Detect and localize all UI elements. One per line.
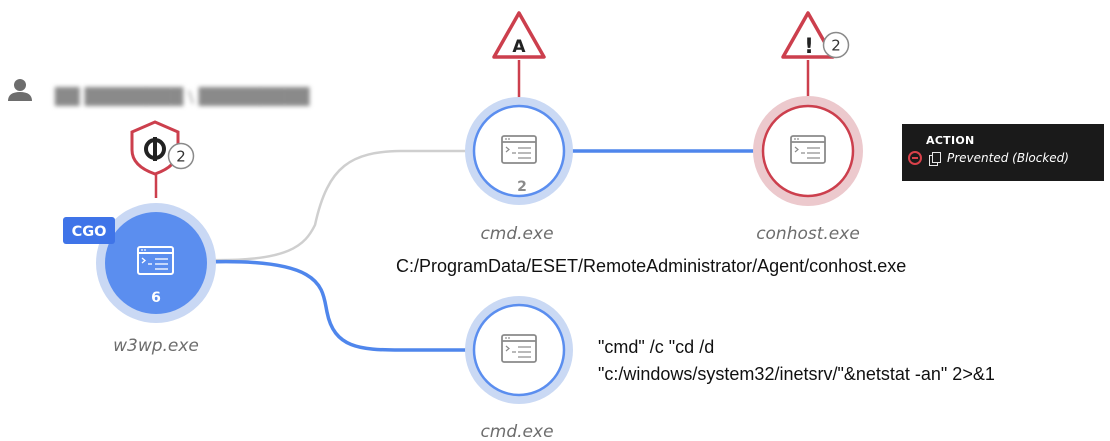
cmd-command-line-1: "cmd" /c "cd /d (598, 337, 714, 357)
node-cmd-bottom[interactable] (465, 296, 573, 404)
cmd-top-name: cmd.exe (480, 224, 553, 244)
cmd-top-count: 2 (517, 179, 527, 195)
prevent-icon (908, 151, 922, 165)
conhost-badge-count-circle (822, 31, 850, 59)
window-terminal-icon (501, 334, 537, 363)
w3wp-badge-count-circle (167, 142, 195, 170)
cmd-top-badge-letter: A (512, 37, 526, 57)
cgo-tag-label: CGO (72, 224, 107, 240)
w3wp-name: w3wp.exe (113, 336, 199, 356)
warning-badge-icon[interactable]: A (492, 11, 546, 59)
window-terminal-icon (137, 246, 174, 275)
action-value: Prevented (Blocked) (947, 151, 1069, 165)
edge-w3wp-to-cmd-top (205, 149, 470, 262)
warning-badge-icon[interactable]: ! (781, 11, 835, 59)
node-cmd-top[interactable]: 2 (465, 97, 573, 205)
node-w3wp[interactable]: 6 (96, 203, 216, 323)
window-terminal-icon (501, 135, 537, 164)
window-terminal-icon (790, 135, 826, 164)
conhost-path: C:/ProgramData/ESET/RemoteAdministrator/… (396, 256, 906, 276)
user-icon (8, 79, 32, 101)
w3wp-badge-count: 2 (176, 148, 186, 166)
copy-icon[interactable] (929, 151, 941, 166)
action-title: ACTION (926, 134, 975, 147)
cgo-tag (63, 217, 115, 244)
conhost-badge-count: 2 (831, 37, 841, 55)
action-row: Prevented (Blocked) (908, 151, 1104, 166)
conhost-name: conhost.exe (756, 224, 860, 244)
user-account-label: ██ ████████ \ █████████ (54, 86, 310, 106)
w3wp-count: 6 (151, 290, 161, 306)
conhost-badge-symbol: ! (804, 34, 814, 58)
cmd-bottom-name: cmd.exe (480, 422, 553, 441)
edge-w3wp-to-cmd-bottom (205, 259, 470, 352)
cmd-command-line-2: "c:/windows/system32/inetsrv/"&netstat -… (598, 364, 995, 384)
node-conhost[interactable] (753, 96, 863, 206)
action-tooltip: ACTION Prevented (Blocked) (902, 124, 1104, 181)
